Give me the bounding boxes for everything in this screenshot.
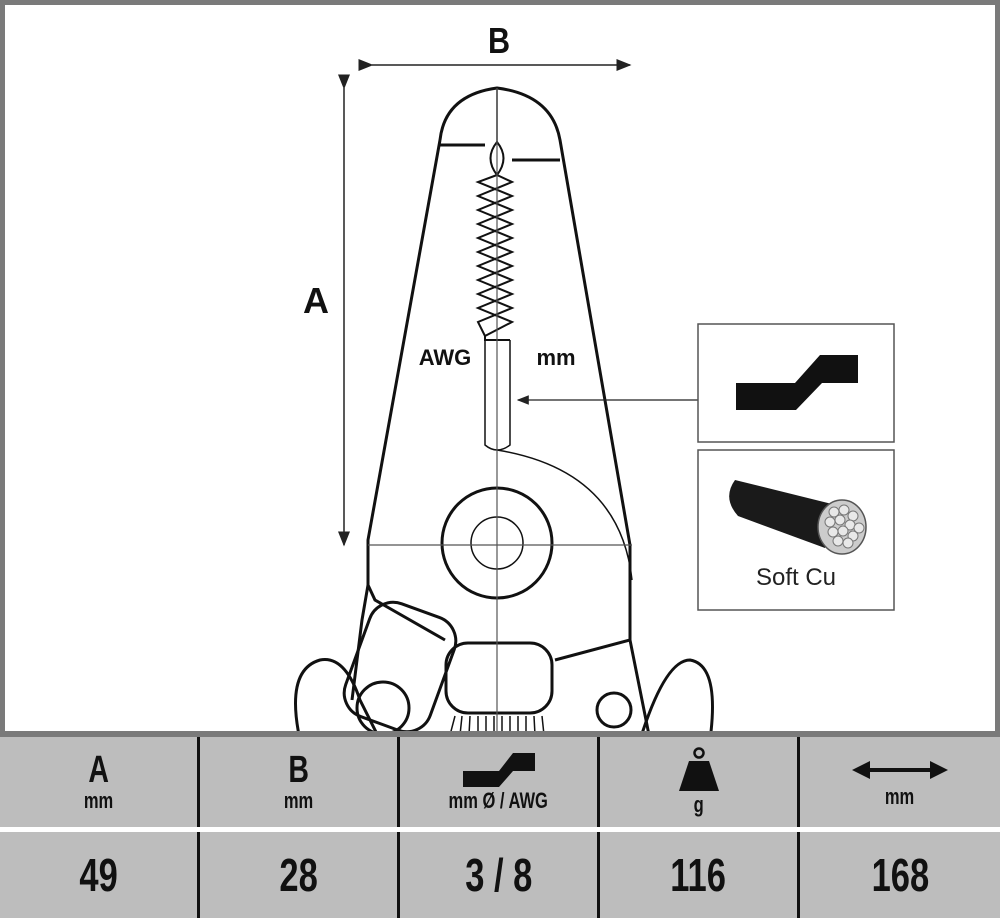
value-b: 28 (200, 832, 400, 918)
value-strip-capacity: 3 / 8 (400, 832, 600, 918)
dimension-a-label: A (303, 280, 329, 321)
mm-label: mm (536, 345, 575, 370)
spec-table: A mm B mm mm Ø / AWG g mm 49 28 3 / 8 11… (0, 737, 1000, 918)
header-a: A mm (0, 737, 200, 827)
header-b: B mm (200, 737, 400, 827)
length-arrow-icon (852, 761, 948, 779)
stranded-cable-icon (729, 480, 867, 555)
strip-capacity-icon (736, 355, 858, 410)
plier-body (294, 86, 714, 731)
value-length: 168 (871, 849, 929, 901)
table-value-row: 49 28 3 / 8 116 168 (0, 832, 1000, 918)
table-header-row: A mm B mm mm Ø / AWG g mm (0, 737, 1000, 827)
header-strip-capacity: mm Ø / AWG (400, 737, 600, 827)
value-weight: 116 (600, 832, 800, 918)
technical-drawing: B A AWG mm (0, 0, 1000, 737)
plier-drawing: B A AWG mm (294, 22, 895, 731)
weight-icon (678, 747, 719, 791)
header-weight: g (600, 737, 800, 827)
header-length: mm (800, 737, 1000, 827)
value-a: 49 (0, 832, 200, 918)
dimension-b-label: B (488, 22, 510, 62)
strip-capacity-icon (462, 753, 535, 787)
strip-capacity-box (697, 323, 895, 443)
row-divider (0, 827, 1000, 832)
material-label: Soft Cu (756, 564, 836, 591)
awg-label: AWG (419, 345, 472, 370)
